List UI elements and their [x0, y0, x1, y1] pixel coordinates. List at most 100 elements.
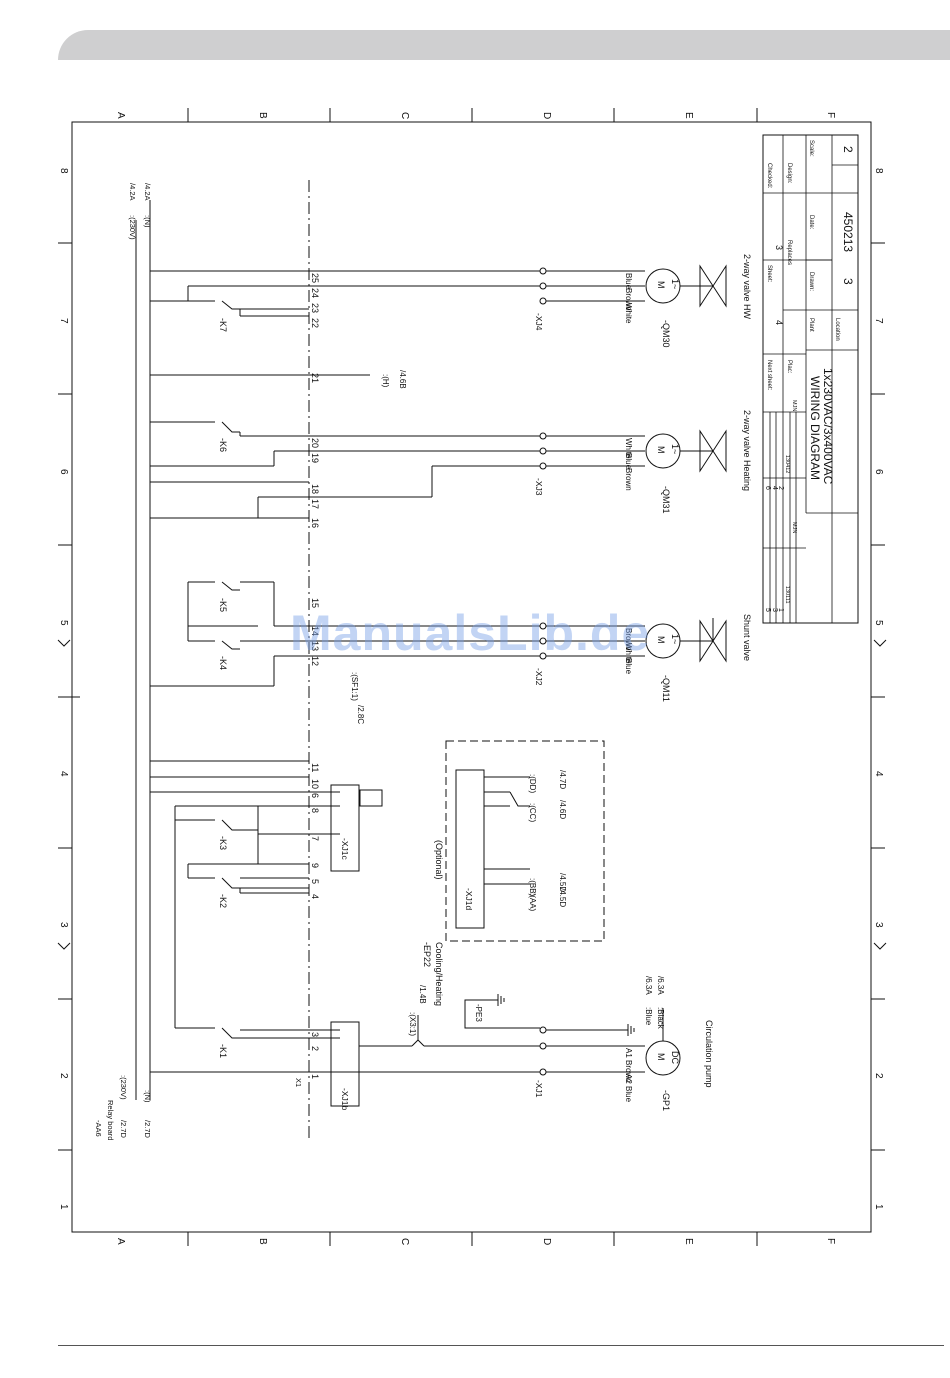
wire-color: White [624, 303, 633, 324]
terminal: 18 [310, 484, 320, 494]
column-labels-top: A B C D E F [115, 112, 836, 119]
col-label: C [399, 1238, 410, 1245]
supply-rails [135, 180, 310, 1140]
tb-title-voltage: 1x230VAC/3x400VAC [821, 368, 835, 485]
wire-color: Blue [624, 273, 633, 290]
terminal: 10 [310, 779, 320, 789]
ref-black-target: /6.3A [656, 976, 665, 995]
terminal: 20 [310, 438, 320, 448]
tb-next-sheet-value: 4 [774, 320, 784, 325]
terminal: 22 [310, 318, 320, 328]
connector-xj2: -XJ2 [534, 668, 544, 686]
terminal: 12 [310, 656, 320, 666]
tb-version-value: 2 [841, 146, 855, 153]
row-label: 1 [58, 1204, 69, 1210]
tb-label-sheet: Sheet: [766, 265, 772, 283]
ref-dd-target: /4.7D [558, 770, 567, 789]
motor-qm11: M 1~ -QM11 Shunt valve Brown White Blue [624, 614, 752, 702]
tb-label-location: Location [834, 318, 840, 341]
relay-k7: -K7 [218, 318, 228, 332]
ref-bb: :(BB) [528, 878, 537, 897]
motor-dc-label: DC [670, 1051, 680, 1064]
wire-color: Blue [624, 658, 633, 675]
device-qm31-name: -QM31 [661, 486, 671, 514]
ref-x3: :(X3:1) [408, 1012, 417, 1036]
column-labels-bottom: A B C D E F [115, 1238, 836, 1245]
tb-sheet-value: 3 [774, 245, 784, 250]
row-label: 8 [58, 168, 69, 174]
wire-color: A2 Blue [624, 1074, 633, 1103]
col-label: E [683, 112, 694, 119]
tb-rev-by: MJN [791, 400, 797, 411]
row-label: 5 [873, 620, 884, 626]
ref-cc: :(CC) [528, 803, 537, 822]
col-label: E [683, 1238, 694, 1245]
ref-cc-target: /4.6D [558, 800, 567, 819]
col-label: D [541, 1238, 552, 1245]
tb-rev: 2 [777, 486, 784, 490]
rail-top-n: :(N) [143, 215, 152, 228]
footer-rule [58, 1345, 944, 1346]
relay-board-name: -AA6 [94, 1120, 103, 1137]
wire-color: Brown [624, 468, 633, 491]
row-label: 1 [873, 1204, 884, 1210]
connector-boxes [330, 769, 485, 1107]
ref-blue: :Blue [644, 1007, 653, 1026]
motor-ac-label: 1~ [670, 279, 680, 289]
row-label: 4 [58, 771, 69, 777]
tb-rev: 4 [771, 486, 778, 490]
col-label: D [541, 112, 552, 119]
column-ticks [187, 108, 758, 1246]
row-label: 8 [873, 168, 884, 174]
tb-rev: 6 [764, 486, 771, 490]
row-label: 4 [873, 771, 884, 777]
connector-xj4: -XJ4 [534, 313, 544, 331]
rail-top-230v-ref: /4.2A [128, 183, 137, 201]
row-label: 2 [58, 1073, 69, 1079]
pump-gp1: M DC -GP1 Circulation pump A2 Blue A1 Br… [624, 976, 714, 1111]
col-label: C [399, 112, 410, 119]
terminal: 3 [310, 1032, 320, 1037]
device-qm30-name: -QM30 [661, 320, 671, 348]
ref-x3-target: /1.4B [418, 985, 427, 1004]
terminal: 5 [310, 879, 320, 884]
rail-bottom-n-ref: /2.7D [143, 1120, 152, 1139]
wire-color: Blue [624, 453, 633, 470]
terminal: 19 [310, 453, 320, 463]
device-gp1-caption: Circulation pump [704, 1020, 714, 1088]
motor-qm30: M 1~ -QM30 2-way valve HW Blue Brown Whi… [624, 254, 752, 348]
row-label: 5 [58, 620, 69, 626]
ref-sf1-target: /2.8C [356, 705, 365, 724]
relay-contacts [150, 270, 540, 1073]
tb-rev-by: MJN [791, 522, 797, 533]
col-label: B [257, 112, 268, 119]
device-qm11-caption: Shunt valve [742, 614, 752, 661]
ref-black: :Black [656, 1007, 665, 1030]
ref-aa: :(AA) [528, 893, 537, 912]
terminal-numbers: 25 24 23 22 21 20 19 18 17 16 15 14 13 1… [310, 273, 320, 1079]
ref-aa-target: /4.5D [558, 888, 567, 907]
x3-labels: :(X3:1) /1.4B [408, 985, 427, 1036]
tb-rev: 3 [771, 608, 778, 612]
tb-rev: 5 [764, 608, 771, 612]
ref-bb-target: /4.5D [558, 873, 567, 892]
motor-label: M [656, 446, 666, 454]
terminal: 17 [310, 499, 320, 509]
terminal: 7 [310, 836, 320, 841]
relay-k5: -K5 [218, 598, 228, 612]
title-block: Checked: Design: Scale: Date: Sheet: Rep… [762, 134, 859, 624]
tb-rev-date: 130412 [784, 455, 790, 473]
ep22-block: -EP22 Cooling/Heating (Optional) :(DD) /… [422, 740, 605, 1006]
connector-xj1: -XJ1 [534, 1080, 544, 1098]
terminal: 8 [310, 808, 320, 813]
motor-qm31: M 1~ -QM31 2-way valve Heating White Blu… [624, 410, 752, 514]
row-labels-left: 8 7 6 5 4 3 2 1 [58, 168, 69, 1210]
row-label: 2 [873, 1073, 884, 1079]
col-label: F [825, 1238, 836, 1244]
tb-plant-value: 3 [841, 278, 855, 285]
rail-top-230v: :(230V) [128, 215, 137, 240]
x3-line [359, 1015, 540, 1047]
relay-board-subtitle: Relay board [106, 1100, 115, 1140]
terminal: 9 [310, 863, 320, 868]
ref-sf1: :(SF1:1) [350, 672, 359, 701]
